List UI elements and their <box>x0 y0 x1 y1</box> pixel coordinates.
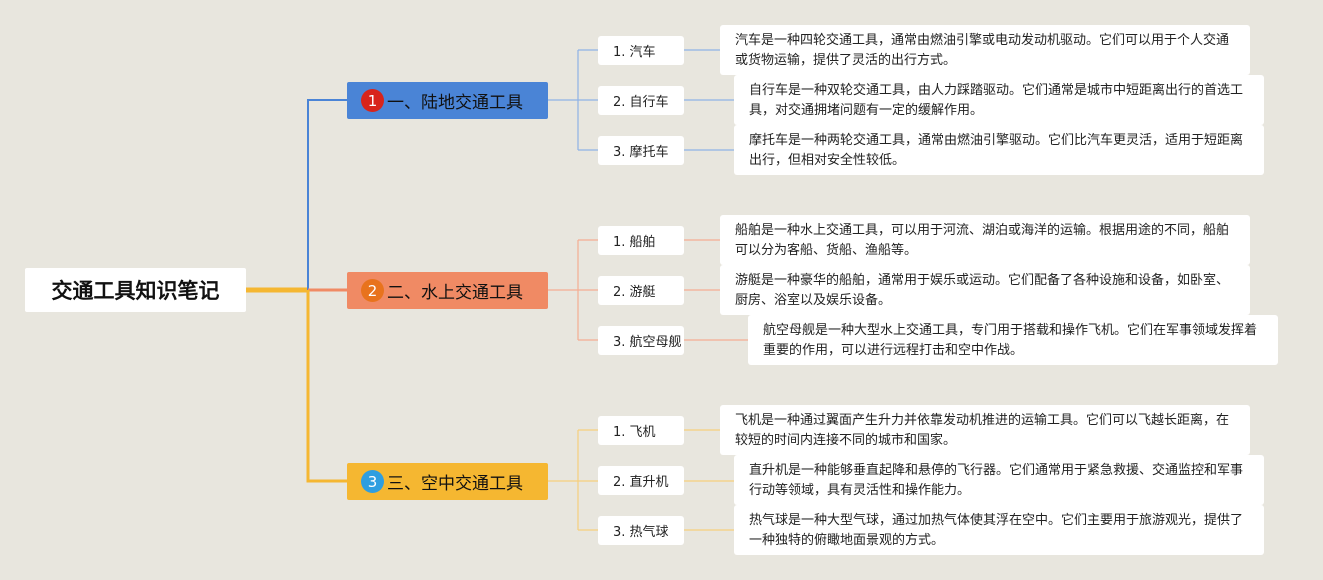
badge-number-1: 1 <box>361 89 384 112</box>
leaf-label: 3. 摩托车 <box>613 145 669 160</box>
note-text: 船舶是一种水上交通工具，可以用于河流、湖泊或海洋的运输。根据用途的不同，船舶可以… <box>735 223 1230 258</box>
leaf-label: 2. 游艇 <box>613 285 656 300</box>
branch-land-transport[interactable]: 1 一、陆地交通工具 <box>347 82 548 119</box>
leaf-label: 1. 飞机 <box>613 425 656 440</box>
note-text: 游艇是一种豪华的船舶，通常用于娱乐或运动。它们配备了各种设施和设备，如卧室、厨房… <box>735 273 1230 308</box>
note-motorcycle: 摩托车是一种两轮交通工具，通常由燃油引擎驱动。它们比汽车更灵活，适用于短距离出行… <box>734 125 1264 175</box>
note-text: 航空母舰是一种大型水上交通工具，专门用于搭载和操作飞机。它们在军事领域发挥着重要… <box>763 323 1258 358</box>
leaf-label: 2. 直升机 <box>613 475 669 490</box>
note-yacht: 游艇是一种豪华的船舶，通常用于娱乐或运动。它们配备了各种设施和设备，如卧室、厨房… <box>720 265 1250 315</box>
note-text: 自行车是一种双轮交通工具，由人力踩踏驱动。它们通常是城市中短距离出行的首选工具，… <box>749 83 1244 118</box>
badge-number-3: 3 <box>361 470 384 493</box>
leaf-airplane[interactable]: 1. 飞机 <box>598 416 684 445</box>
leaf-label: 1. 船舶 <box>613 235 656 250</box>
badge-number-2: 2 <box>361 279 384 302</box>
leaf-yacht[interactable]: 2. 游艇 <box>598 276 684 305</box>
leaf-aircraft-carrier[interactable]: 3. 航空母舰 <box>598 326 684 355</box>
leaf-label: 3. 航空母舰 <box>613 335 682 350</box>
note-text: 飞机是一种通过翼面产生升力并依靠发动机推进的运输工具。它们可以飞越长距离，在较短… <box>735 413 1230 448</box>
leaf-car[interactable]: 1. 汽车 <box>598 36 684 65</box>
leaf-ship[interactable]: 1. 船舶 <box>598 226 684 255</box>
leaf-label: 2. 自行车 <box>613 95 669 110</box>
branch-water-transport[interactable]: 2 二、水上交通工具 <box>347 272 548 309</box>
note-text: 汽车是一种四轮交通工具，通常由燃油引擎或电动发动机驱动。它们可以用于个人交通或货… <box>735 33 1230 68</box>
leaf-hot-air-balloon[interactable]: 3. 热气球 <box>598 516 684 545</box>
leaf-helicopter[interactable]: 2. 直升机 <box>598 466 684 495</box>
branch-air-transport[interactable]: 3 三、空中交通工具 <box>347 463 548 500</box>
branch-label: 一、陆地交通工具 <box>387 93 523 113</box>
branch-label: 三、空中交通工具 <box>387 474 523 494</box>
note-helicopter: 直升机是一种能够垂直起降和悬停的飞行器。它们通常用于紧急救援、交通监控和军事行动… <box>734 455 1264 505</box>
leaf-bicycle[interactable]: 2. 自行车 <box>598 86 684 115</box>
note-text: 摩托车是一种两轮交通工具，通常由燃油引擎驱动。它们比汽车更灵活，适用于短距离出行… <box>749 133 1244 168</box>
note-car: 汽车是一种四轮交通工具，通常由燃油引擎或电动发动机驱动。它们可以用于个人交通或货… <box>720 25 1250 75</box>
note-ship: 船舶是一种水上交通工具，可以用于河流、湖泊或海洋的运输。根据用途的不同，船舶可以… <box>720 215 1250 265</box>
note-aircraft-carrier: 航空母舰是一种大型水上交通工具，专门用于搭载和操作飞机。它们在军事领域发挥着重要… <box>748 315 1278 365</box>
note-hot-air-balloon: 热气球是一种大型气球，通过加热气体使其浮在空中。它们主要用于旅游观光，提供了一种… <box>734 505 1264 555</box>
branch-label: 二、水上交通工具 <box>387 283 523 303</box>
root-node[interactable]: 交通工具知识笔记 <box>25 268 246 312</box>
note-text: 热气球是一种大型气球，通过加热气体使其浮在空中。它们主要用于旅游观光，提供了一种… <box>749 513 1244 548</box>
note-bicycle: 自行车是一种双轮交通工具，由人力踩踏驱动。它们通常是城市中短距离出行的首选工具，… <box>734 75 1264 125</box>
note-airplane: 飞机是一种通过翼面产生升力并依靠发动机推进的运输工具。它们可以飞越长距离，在较短… <box>720 405 1250 455</box>
root-title: 交通工具知识笔记 <box>51 279 220 303</box>
leaf-label: 1. 汽车 <box>613 45 656 60</box>
leaf-label: 3. 热气球 <box>613 525 669 540</box>
leaf-motorcycle[interactable]: 3. 摩托车 <box>598 136 684 165</box>
note-text: 直升机是一种能够垂直起降和悬停的飞行器。它们通常用于紧急救援、交通监控和军事行动… <box>749 463 1244 498</box>
